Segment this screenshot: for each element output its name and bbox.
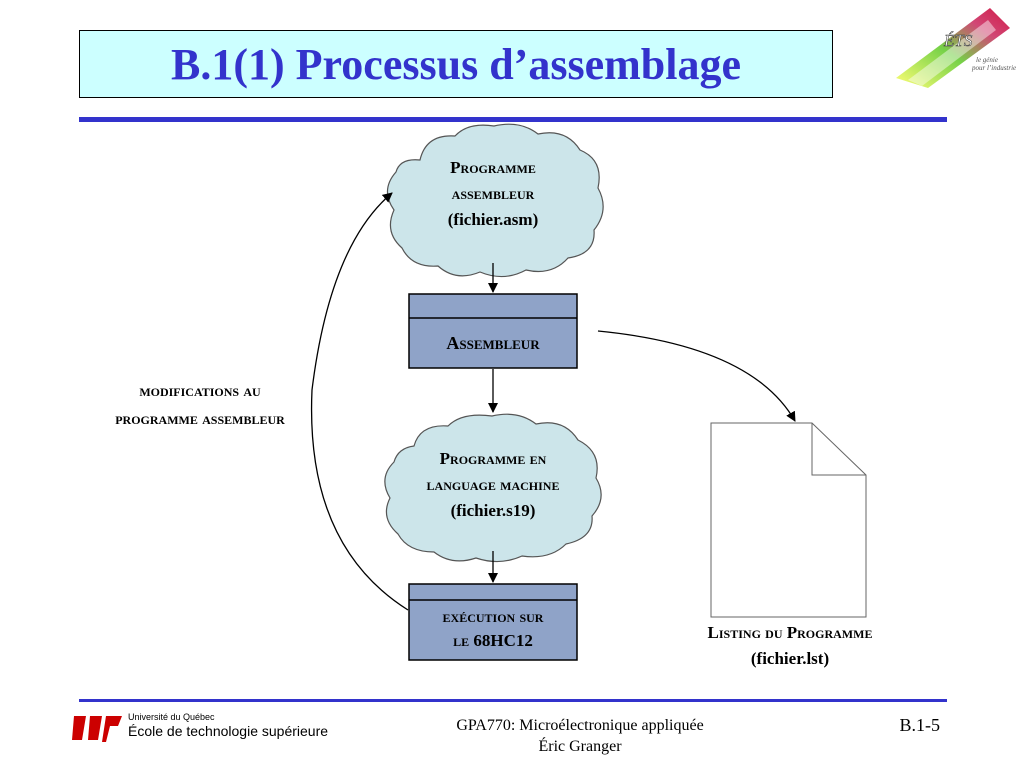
source-program-line1: Programme bbox=[450, 158, 536, 177]
listing-file: (fichier.lst) bbox=[750, 649, 830, 668]
execution-label: exécution sur le 68HC12 bbox=[409, 605, 577, 653]
source-program-line2: assembleur bbox=[451, 184, 535, 203]
page-number: B.1-5 bbox=[899, 715, 941, 735]
title-box: B.1(1) Processus d’assemblage bbox=[79, 30, 833, 98]
assembler-box bbox=[408, 293, 578, 369]
listing-label: Listing du Programme (fichier.lst) bbox=[660, 620, 920, 672]
machine-program-cloud bbox=[384, 413, 602, 563]
assembler-label: Assembleur bbox=[446, 333, 540, 353]
modifications-line2: programme assembleur bbox=[115, 409, 285, 428]
source-program-cloud bbox=[386, 123, 604, 278]
execution-line2-target: 68HC12 bbox=[473, 631, 533, 650]
listing-line1: Listing du Programme bbox=[707, 623, 873, 642]
ets-footer-logo-icon bbox=[72, 716, 122, 742]
footer-course-info: GPA770: Microélectronique appliquée Éric… bbox=[380, 715, 780, 757]
source-program-file: (fichier.asm) bbox=[447, 210, 539, 229]
execution-line1: exécution sur bbox=[442, 607, 544, 626]
machine-program-file: (fichier.s19) bbox=[450, 501, 536, 520]
logo-text: ÉTS bbox=[943, 31, 973, 50]
footer-rule bbox=[79, 699, 947, 702]
footer-course: GPA770: Microélectronique appliquée bbox=[456, 717, 704, 734]
page-title: B.1(1) Processus d’assemblage bbox=[171, 39, 741, 89]
title-rule bbox=[79, 117, 947, 122]
listing-document bbox=[710, 422, 867, 618]
footer-school: École de technologie supérieure bbox=[128, 723, 329, 739]
footer-university: Université du Québec bbox=[128, 712, 215, 722]
execution-line2-prefix: le bbox=[453, 631, 470, 650]
source-program-label: Programme assembleur (fichier.asm) bbox=[398, 155, 588, 233]
machine-program-label: Programme en language machine (fichier.s… bbox=[388, 446, 598, 524]
logo-tagline-1: le génie bbox=[976, 56, 998, 64]
footer-author: Éric Granger bbox=[538, 738, 622, 755]
logo-tagline-2: pour l’industrie bbox=[971, 64, 1016, 72]
modifications-label: modifications au programme assembleur bbox=[70, 377, 330, 433]
logo-swoosh bbox=[896, 8, 1010, 88]
execution-box bbox=[408, 583, 578, 661]
logo-highlight bbox=[908, 20, 996, 86]
machine-program-line2: language machine bbox=[426, 475, 560, 494]
ets-logo: ÉTS le génie pour l’industrie bbox=[896, 8, 1016, 88]
machine-program-line1: Programme en bbox=[439, 449, 547, 468]
arrow-feedback-to-source bbox=[310, 192, 409, 611]
modifications-line1: modifications au bbox=[139, 381, 261, 400]
arrow-assembler-to-listing bbox=[597, 330, 796, 422]
